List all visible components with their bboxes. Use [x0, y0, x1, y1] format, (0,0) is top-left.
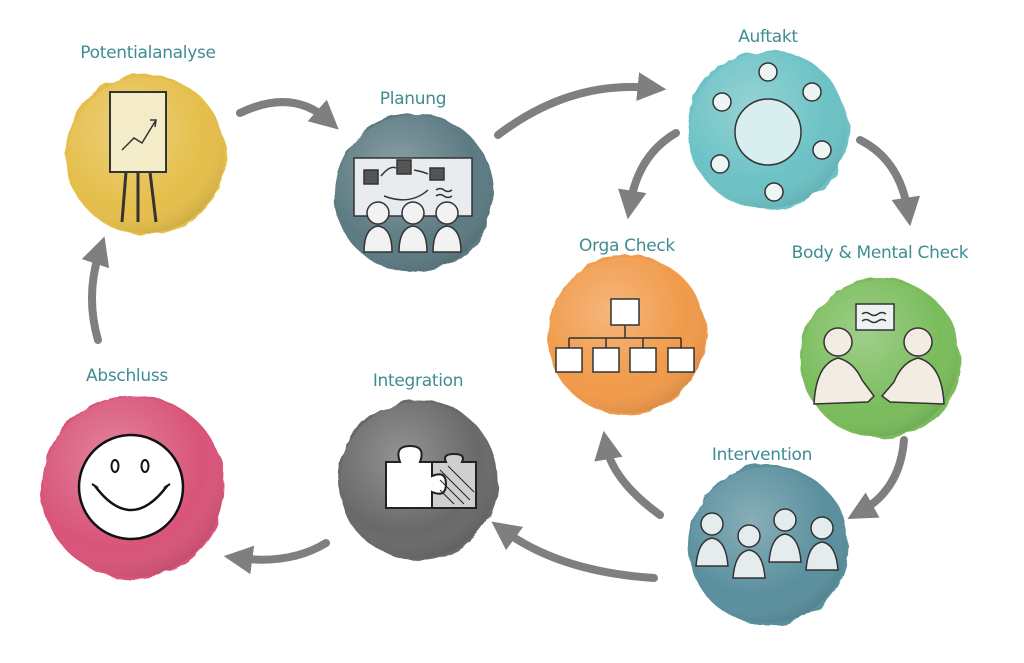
whiteboard-team-icon [353, 157, 473, 253]
stage-potentialanalyse: Potentialanalyse [66, 43, 226, 235]
stage-orga-check: Orga Check [547, 236, 707, 415]
auftakt-label: Auftakt [738, 27, 798, 47]
stage-body-mental-check: Body & Mental Check [792, 243, 969, 438]
arrow-body-mental-check-to-intervention [847, 436, 908, 519]
arrow-integration-to-abschluss [223, 539, 330, 575]
stage-planung: Planung [334, 89, 494, 273]
arrow-auftakt-to-body-mental-check [856, 136, 921, 227]
smiley-icon [77, 433, 185, 541]
intervention-shade [690, 467, 846, 623]
arrow-auftakt-to-orga-check [618, 129, 680, 220]
arrow-planung-to-auftakt [494, 72, 667, 139]
stage-intervention: Intervention [688, 445, 848, 625]
puzzle-icon [385, 444, 477, 509]
arrow-abschluss-to-potentialanalyse [81, 236, 110, 344]
orga-check-shade [549, 257, 705, 413]
round-table-icon [710, 62, 832, 202]
flipchart-icon [109, 91, 167, 223]
potentialanalyse-label: Potentialanalyse [80, 43, 215, 63]
arrow-intervention-to-integration [491, 521, 658, 582]
arrow-intervention-to-orga-check [594, 430, 664, 519]
stage-abschluss: Abschluss [41, 366, 225, 579]
cycle-arrows [81, 72, 921, 582]
group-icon [695, 508, 839, 579]
arrow-potentialanalyse-to-planung [236, 98, 339, 130]
stage-integration: Integration [338, 371, 498, 560]
body-mental-check-label: Body & Mental Check [792, 243, 969, 263]
planung-label: Planung [380, 89, 446, 109]
abschluss-label: Abschluss [86, 366, 168, 386]
stage-auftakt: Auftakt [688, 27, 848, 210]
integration-label: Integration [373, 371, 463, 391]
org-chart-icon [555, 298, 695, 373]
orga-check-label: Orga Check [579, 236, 675, 256]
handshake-icon [813, 303, 945, 405]
intervention-label: Intervention [712, 445, 812, 465]
